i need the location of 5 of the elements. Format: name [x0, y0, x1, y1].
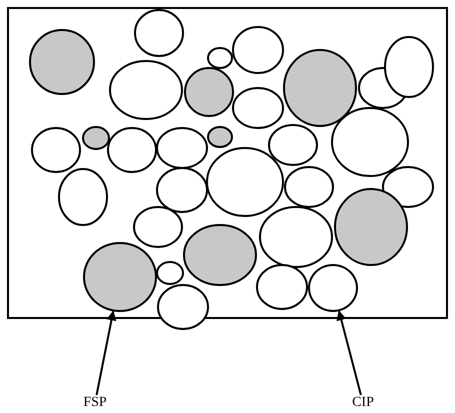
- arrow: [336, 310, 362, 396]
- particle-label: FSP: [82, 395, 108, 411]
- particle-circle: [308, 264, 358, 312]
- arrow: [96, 310, 116, 396]
- particle-label: CIP: [350, 395, 376, 411]
